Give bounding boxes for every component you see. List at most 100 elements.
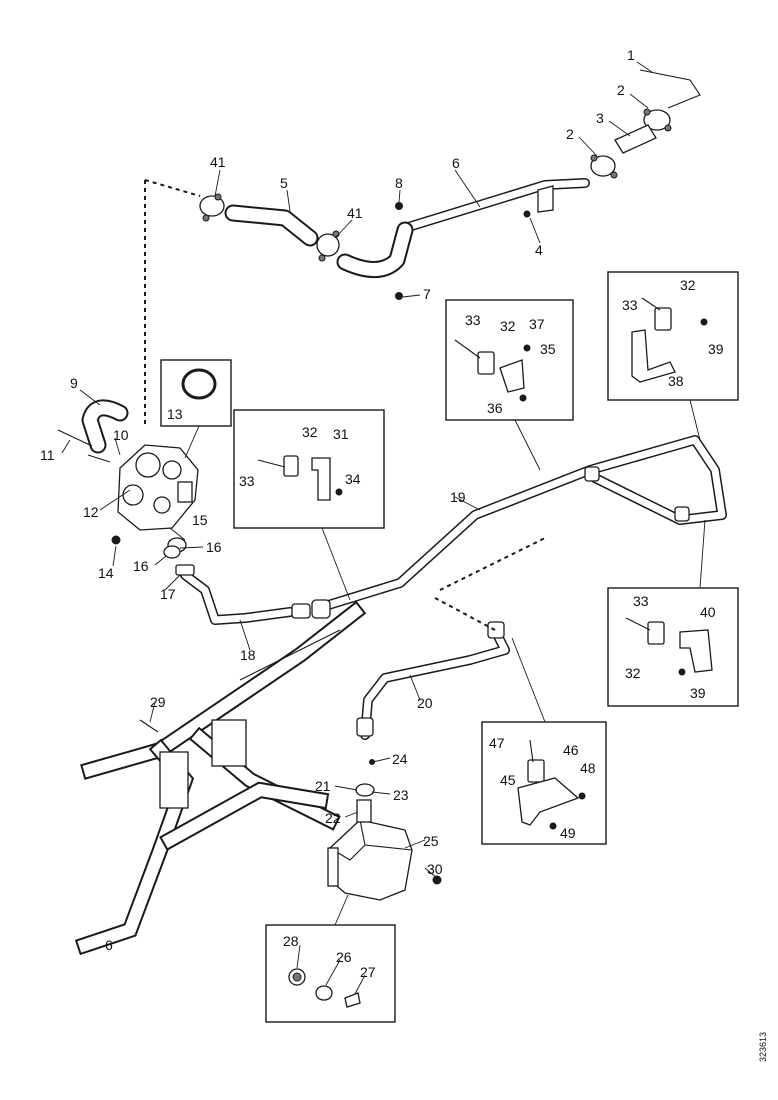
label-21: 21 [315,778,331,794]
leader-13 [184,425,200,459]
pipe-6 [400,178,590,233]
label-10: 10 [113,427,129,443]
label-33: 33 [239,473,255,489]
label-4: 4 [535,242,543,258]
label-15: 15 [192,512,208,528]
label-41: 41 [347,205,363,221]
label-6: 6 [452,155,460,171]
label-9: 9 [70,375,78,391]
label-33: 33 [633,593,649,609]
bolt-29 [139,719,159,733]
label-24: 24 [392,751,408,767]
pipe-20 [360,625,510,740]
label-11: 11 [40,447,55,463]
bolt-10 [87,454,111,463]
label-12: 12 [83,504,99,520]
label-13: 13 [167,406,183,422]
hose-9 [81,399,129,454]
pipe-coupling-19 [311,599,331,619]
exhaust-manifold-assembly [117,444,199,531]
dashed-reference-line-pipe19 [439,537,546,591]
label-49: 49 [560,825,576,841]
pipe-19 [317,435,727,612]
gasket-23 [355,783,375,797]
leader-muffler-box [334,894,349,926]
label-48: 48 [580,760,596,776]
muffler-mount-22 [356,799,372,823]
label-7: 7 [423,286,431,302]
label-32: 32 [500,318,516,334]
label-3: 3 [596,110,604,126]
bend-pipe [336,221,414,278]
nut-14 [111,535,121,545]
bolt-11 [57,429,93,447]
pipe-mount-19 [584,466,600,482]
o-ring-13 [181,368,217,400]
label-18: 18 [240,647,256,663]
label-41: 41 [210,154,226,170]
pipe-coupling-24 [356,717,374,737]
label-23: 23 [393,787,409,803]
detail-box-bracket-31 [233,409,385,601]
label-30: 30 [427,861,443,877]
label-16: 16 [206,539,222,555]
label-38: 38 [668,373,684,389]
dashed-reference-line-pipe20 [434,597,496,631]
dashed-reference-line-top [144,179,201,197]
label-6: 6 [105,937,113,953]
label-16: 16 [133,558,149,574]
clamp-17 [175,564,195,576]
pipe-section-3 [614,124,657,154]
nut-7 [395,292,403,300]
label-26: 26 [336,949,352,965]
label-5: 5 [280,175,288,191]
label-22: 22 [325,810,341,826]
muffler-25 [327,819,413,901]
exhaust-outlet-1 [639,69,701,109]
part-labels: 1 2 3 2 4 5 6 8 7 41 41 9 10 11 12 13 14… [40,47,724,980]
flange-2-upper [643,108,672,132]
label-37: 37 [529,316,545,332]
gasket-16 [163,545,181,559]
pipe-end-19 [674,506,690,522]
hose-5 [224,204,319,247]
flange-2-lower [590,154,618,179]
label-25: 25 [423,833,439,849]
clamp-41-lower [316,230,340,262]
detail-box-bracket-40 [607,519,739,707]
label-46: 46 [563,742,579,758]
label-17: 17 [160,586,176,602]
label-14: 14 [98,565,114,581]
label-40: 40 [700,604,716,620]
label-32: 32 [302,424,318,440]
label-29: 29 [150,694,166,710]
label-33: 33 [465,312,481,328]
label-32: 32 [625,665,641,681]
label-19: 19 [450,489,466,505]
label-2: 2 [617,82,625,98]
label-27: 27 [360,964,376,980]
nut-4 [523,210,531,218]
pipe-clamp-18 [291,603,311,619]
pipe-18 [180,570,295,625]
detail-box-bracket-35 [445,299,574,471]
label-20: 20 [417,695,433,711]
label-8: 8 [395,175,403,191]
chassis-frame [74,600,367,956]
nut-30 [432,875,442,885]
label-32: 32 [680,277,696,293]
pipe-bracket [537,185,554,213]
label-2: 2 [566,126,574,142]
label-1: 1 [627,47,635,63]
label-39: 39 [708,341,724,357]
clamp-41-upper [199,193,225,222]
detail-box-rubber-mounts [265,924,396,1023]
label-34: 34 [345,471,361,487]
nut-8 [395,202,403,210]
label-33: 33 [622,297,638,313]
leader-lines [61,61,653,995]
pipe-coupling-20 [487,621,505,639]
label-28: 28 [283,933,299,949]
label-39: 39 [690,685,706,701]
